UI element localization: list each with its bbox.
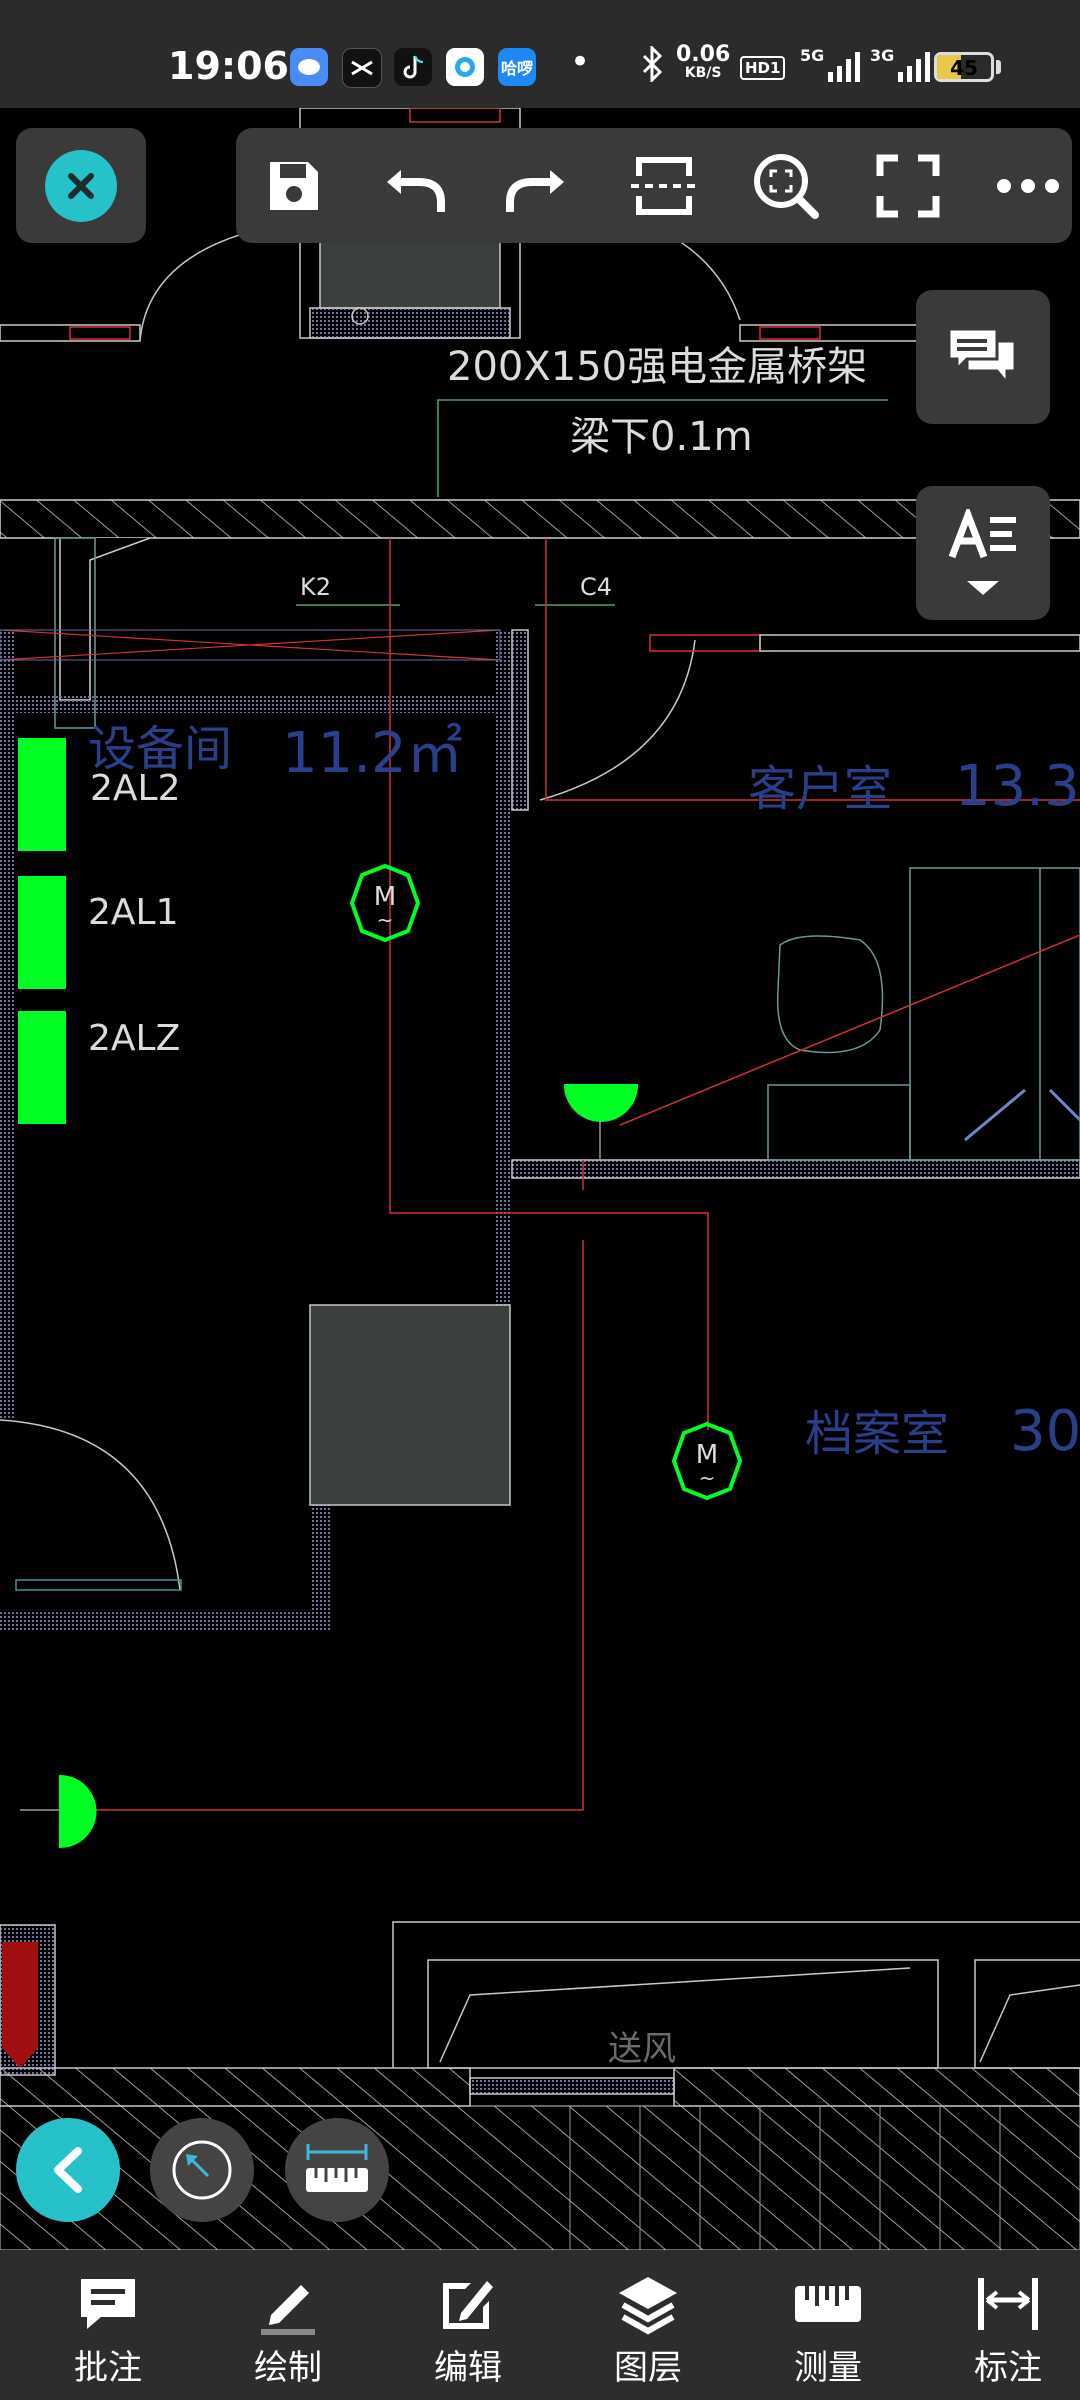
- nav-edit-label: 编辑: [434, 2348, 502, 2388]
- save-icon: [270, 162, 318, 210]
- nav-dimension[interactable]: 标注: [918, 2250, 1080, 2400]
- status-time: 19:06: [168, 44, 289, 88]
- battery-nub: [996, 60, 1001, 74]
- motor-label-2: M: [696, 1440, 718, 1470]
- electrical-panels: [18, 738, 66, 1124]
- chevron-down-icon: [967, 581, 999, 595]
- ruler-button[interactable]: [285, 2118, 389, 2222]
- fullscreen-button[interactable]: [872, 150, 944, 222]
- zoom-extents-button[interactable]: [750, 150, 822, 222]
- battery-level: 45: [950, 56, 978, 80]
- top-toolbar: [236, 128, 1072, 243]
- battery-icon: 45: [934, 52, 994, 82]
- panel-label-2alz: 2ALZ: [88, 1018, 180, 1059]
- signal-5g-label: 5G: [800, 46, 825, 65]
- measure-icon: [793, 2272, 863, 2336]
- battery-fill: [937, 55, 962, 79]
- close-button[interactable]: [16, 128, 146, 243]
- ruler-icon: [306, 2144, 368, 2192]
- tiktok-icon: [394, 48, 432, 86]
- room-equipment-name: 设备间: [88, 721, 232, 777]
- more-button[interactable]: [992, 150, 1064, 222]
- tag-c4: C4: [580, 573, 612, 601]
- lamp-symbol: [20, 1084, 638, 1848]
- right-room-structure: [511, 629, 1080, 1179]
- text-style-icon: [948, 509, 1016, 559]
- panel-label-2al2: 2AL2: [90, 768, 181, 809]
- room-client-name: 客户室: [748, 761, 892, 817]
- zoom-extents-icon: [754, 154, 819, 219]
- hatched-beam: [0, 499, 1080, 729]
- compass-icon: [172, 2140, 232, 2200]
- hd-badge: HD1: [740, 56, 786, 80]
- cad-drawing-canvas[interactable]: 200X150强电金属桥架 梁下0.1m K2 C4: [0, 107, 1080, 2251]
- nav-dimension-label: 标注: [974, 2348, 1042, 2388]
- draw-icon: [257, 2272, 319, 2336]
- redo-icon: [506, 170, 564, 212]
- compass-button[interactable]: [150, 2118, 254, 2222]
- cable-tray-label: 200X150强电金属桥架: [447, 344, 867, 390]
- tray-height-label: 梁下0.1m: [570, 414, 753, 460]
- nav-layers-label: 图层: [614, 2348, 682, 2388]
- nav-annotate-label: 批注: [74, 2348, 142, 2388]
- hello-app-icon: 哈啰: [498, 48, 536, 86]
- fullscreen-icon: [876, 154, 940, 218]
- motor-sub-1: ~: [377, 908, 394, 932]
- motor-label-1: M: [374, 882, 396, 912]
- edit-icon: [437, 2272, 499, 2336]
- layers-icon: [615, 2272, 681, 2336]
- motor-symbol: [349, 863, 743, 1501]
- comments-icon: [947, 327, 1017, 388]
- air-supply-label: 送风: [608, 2029, 676, 2069]
- bluetooth-icon: [640, 44, 664, 88]
- status-bar: 19:06 哈啰 • 0.06 KB/S HD1 5G 3G 45: [0, 0, 1080, 108]
- more-icon: [997, 179, 1059, 193]
- nav-annotate[interactable]: 批注: [18, 2250, 198, 2400]
- net-speed: 0.06 KB/S: [676, 42, 731, 82]
- cad-drawing-svg[interactable]: 200X150强电金属桥架 梁下0.1m K2 C4: [0, 107, 1080, 2251]
- undo-button[interactable]: [379, 150, 451, 222]
- undo-icon: [387, 170, 445, 212]
- nav-draw-label: 绘制: [254, 2348, 322, 2388]
- panel-label-2al1: 2AL1: [88, 892, 179, 933]
- room-equipment-area: 11.2㎡: [282, 721, 463, 786]
- net-speed-unit: KB/S: [684, 65, 722, 81]
- tray-leader: [437, 399, 888, 497]
- save-button[interactable]: [258, 150, 330, 222]
- circuit-lines: [95, 538, 1080, 1811]
- nav-measure-label: 测量: [794, 2348, 862, 2388]
- signal-3g-label: 3G: [870, 46, 895, 65]
- redo-button[interactable]: [500, 150, 572, 222]
- room-archive-area: 30.: [1010, 1399, 1080, 1464]
- comments-button[interactable]: [916, 290, 1050, 424]
- browser-icon: [446, 48, 484, 86]
- chevron-left-icon: [54, 2147, 82, 2193]
- tag-k2: K2: [300, 573, 331, 601]
- motor-sub-2: ~: [699, 1466, 716, 1490]
- room-archive-name: 档案室: [805, 1406, 949, 1462]
- nav-draw[interactable]: 绘制: [198, 2250, 378, 2400]
- nav-edit[interactable]: 编辑: [378, 2250, 558, 2400]
- nav-layers[interactable]: 图层: [558, 2250, 738, 2400]
- equipment-room-walls: [0, 629, 512, 1630]
- capcut-icon: [342, 48, 382, 88]
- dimension-icon: [975, 2272, 1041, 2336]
- close-icon: [45, 149, 117, 222]
- annotate-icon: [77, 2272, 139, 2336]
- room-client-area: 13.3㎡: [955, 754, 1080, 819]
- back-button[interactable]: [16, 2118, 120, 2222]
- section-icon: [631, 157, 697, 215]
- notification-dot: •: [570, 42, 591, 82]
- chat-app-icon: [290, 48, 328, 86]
- text-style-button[interactable]: [916, 486, 1050, 620]
- net-speed-value: 0.06: [676, 42, 731, 67]
- bottom-nav: 批注 绘制 编辑 图层 测量 标注: [0, 2250, 1080, 2400]
- section-button[interactable]: [628, 150, 700, 222]
- nav-measure[interactable]: 测量: [738, 2250, 918, 2400]
